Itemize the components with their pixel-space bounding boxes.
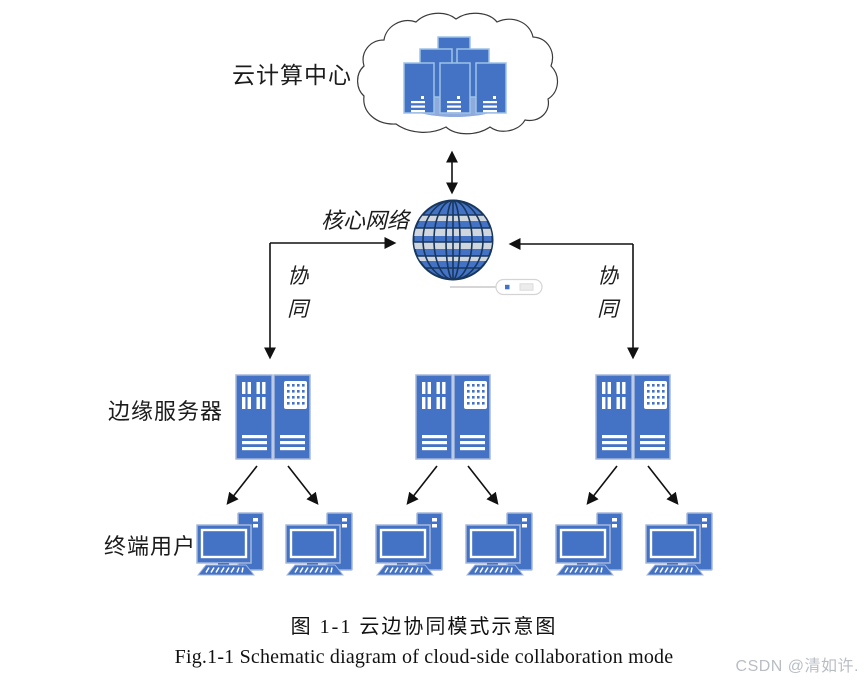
- edge-server-icon-2: [415, 374, 491, 460]
- terminal-user-label: 终端用户: [104, 534, 197, 559]
- network-device-icon: [450, 278, 543, 296]
- fanout-arrows-server-3: [586, 465, 679, 505]
- edge-server-label: 边缘服务器: [108, 399, 224, 424]
- figure-caption-cn: 图 1-1 云边协同模式示意图: [290, 616, 558, 638]
- terminal-computer-icon-3: [374, 511, 444, 577]
- globe-icon: [412, 199, 494, 281]
- terminal-computer-icon-6: [644, 511, 714, 577]
- terminal-computer-icon-5: [554, 511, 624, 577]
- fanout-arrows-server-2: [406, 465, 499, 505]
- core-network-label: 核心网络: [321, 208, 410, 233]
- figure-caption-en: Fig.1-1 Schematic diagram of cloud-side …: [174, 646, 674, 668]
- cloud-center-label: 云计算中心: [232, 63, 352, 88]
- edge-server-icon-1: [235, 374, 311, 460]
- edge-server-icon-3: [595, 374, 671, 460]
- terminal-computer-icon-4: [464, 511, 534, 577]
- terminal-computer-icon-1: [195, 511, 265, 577]
- collaboration-label-left: 协同: [287, 264, 309, 321]
- collaboration-label-right: 协同: [597, 264, 619, 321]
- watermark: CSDN @清如许.: [735, 658, 859, 675]
- terminal-computer-icon-2: [284, 511, 354, 577]
- cloud-servers-icon: [403, 36, 507, 117]
- fanout-arrows-server-1: [226, 465, 319, 505]
